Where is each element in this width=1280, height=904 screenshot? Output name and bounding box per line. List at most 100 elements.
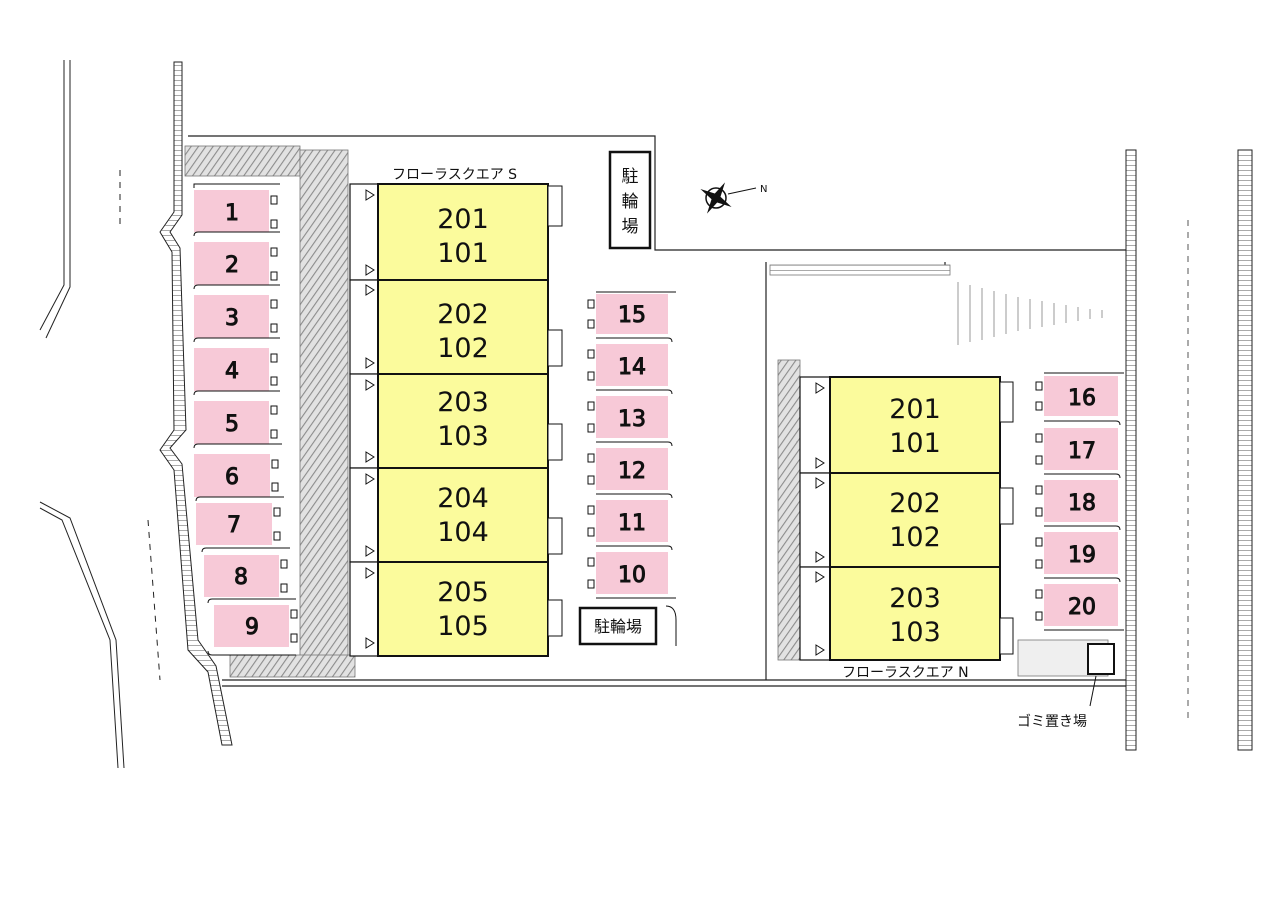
parking-space: 8 (201, 547, 290, 597)
parking-west: 1 2 3 4 5 6 7 (193, 183, 298, 656)
parking-space-label: 16 (1068, 386, 1096, 411)
building-north-name: フローラスクエア N (842, 665, 969, 681)
building-south-entries (365, 189, 375, 649)
parking-space: 20 (1044, 577, 1124, 631)
unit-north-3-upper: 203 (889, 583, 941, 614)
building-north-entries (815, 382, 825, 656)
unit-north-3 (829, 566, 1001, 661)
parking-center: 15 14 13 12 11 10 (587, 291, 676, 599)
east-fence-inner (1125, 149, 1137, 751)
compass-north-label: N (760, 184, 767, 195)
parking-space: 12 (596, 441, 673, 490)
building-south-name: フローラスクエア S (392, 167, 517, 183)
unit-north-1-upper: 201 (889, 394, 941, 425)
parking-space: 17 (1044, 420, 1121, 470)
parking-space-label: 9 (245, 615, 259, 640)
building-north: 201 101 202 102 203 103 フローラスクエア N (799, 376, 1014, 681)
unit-south-5-upper: 205 (437, 577, 489, 608)
east-fence-outer (1237, 149, 1253, 751)
parking-space: 6 (193, 443, 282, 497)
parking-space-label: 4 (225, 359, 239, 384)
unit-south-1-upper: 201 (437, 204, 489, 235)
bike-parking-char-1: 駐 (622, 167, 639, 187)
unit-south-2-upper: 202 (437, 299, 489, 330)
planting-areas (184, 145, 1109, 678)
west-retaining-wall (159, 61, 233, 746)
parking-space-label: 11 (618, 511, 646, 536)
parking-space: 9 (207, 598, 296, 656)
building-north-units (829, 376, 1001, 661)
parking-space: 14 (596, 337, 673, 386)
wheel-stops-west (270, 195, 298, 643)
ramp-lines (957, 282, 1103, 345)
parking-space-label: 8 (234, 565, 248, 590)
unit-north-1-lower: 101 (889, 428, 941, 459)
unit-south-4-lower: 104 (437, 517, 489, 548)
garbage-area: ゴミ置き場 (1017, 643, 1115, 730)
parking-space: 7 (195, 496, 284, 545)
compass-icon: N (700, 182, 767, 214)
parking-space: 18 (1044, 473, 1121, 522)
parking-space-label: 12 (618, 459, 646, 484)
unit-south-2-lower: 102 (437, 333, 489, 364)
unit-south-2 (377, 279, 549, 375)
building-south-units (377, 183, 549, 657)
unit-north-3-lower: 103 (889, 617, 941, 648)
unit-south-4-upper: 204 (437, 483, 489, 514)
building-south-balconies (349, 183, 379, 657)
building-north-balconies (799, 376, 831, 661)
unit-north-1 (829, 376, 1001, 474)
building-south: フローラスクエア S 201 101 202 102 203 103 204 1… (349, 167, 563, 657)
parking-space: 2 (193, 231, 280, 285)
unit-north-2-upper: 202 (889, 488, 941, 519)
property-lines (188, 135, 1128, 687)
wheel-stops-east (1035, 381, 1043, 621)
parking-east: 16 17 18 19 20 (1035, 372, 1124, 631)
parking-space-label: 14 (618, 355, 646, 380)
west-road (39, 60, 161, 769)
garbage-label: ゴミ置き場 (1017, 713, 1087, 730)
bike-parking-south: 駐輪場 (578, 605, 677, 646)
parking-space: 19 (1044, 525, 1121, 574)
building-south-meters (547, 185, 563, 637)
unit-south-5 (377, 561, 549, 657)
parking-space: 3 (193, 284, 280, 338)
bike-parking-char-3: 場 (622, 217, 639, 237)
parking-space-label: 7 (227, 513, 241, 538)
parking-space-label: 2 (225, 253, 239, 278)
parking-space-label: 15 (618, 303, 646, 328)
building-north-meters (999, 381, 1014, 655)
wheel-stops-center (587, 299, 595, 589)
bike-parking-label: 駐輪場 (594, 617, 642, 636)
parking-space-label: 13 (618, 407, 646, 432)
unit-south-3-upper: 203 (437, 387, 489, 418)
parking-space-label: 6 (225, 465, 239, 490)
parking-space: 13 (596, 389, 673, 438)
unit-south-4 (377, 467, 549, 563)
parking-space-label: 3 (225, 306, 239, 331)
parking-space-label: 20 (1068, 595, 1096, 620)
parking-space: 16 (1044, 372, 1124, 416)
bike-parking-char-2: 輪 (622, 192, 639, 212)
bike-parking-north: 駐 輪 場 (608, 150, 652, 250)
building-north-labels: 201 101 202 102 203 103 (889, 394, 941, 648)
parking-space: 4 (193, 337, 280, 391)
parking-space: 5 (193, 390, 280, 444)
parking-space-label: 17 (1068, 439, 1096, 464)
parking-space-label: 1 (225, 201, 239, 226)
parking-space-label: 18 (1068, 491, 1096, 516)
parking-space-label: 5 (225, 412, 239, 437)
unit-south-3 (377, 373, 549, 469)
parking-space: 10 (596, 545, 676, 599)
unit-north-2-lower: 102 (889, 522, 941, 553)
unit-north-2 (829, 472, 1001, 568)
parking-space: 11 (596, 493, 673, 542)
unit-south-3-lower: 103 (437, 421, 489, 452)
unit-south-1-lower: 101 (437, 238, 489, 269)
parking-space-label: 19 (1068, 543, 1096, 568)
parking-space: 1 (193, 183, 280, 232)
unit-south-5-lower: 105 (437, 611, 489, 642)
parking-space-label: 10 (618, 563, 646, 588)
building-south-labels: 201 101 202 102 203 103 204 104 205 105 (437, 204, 489, 642)
